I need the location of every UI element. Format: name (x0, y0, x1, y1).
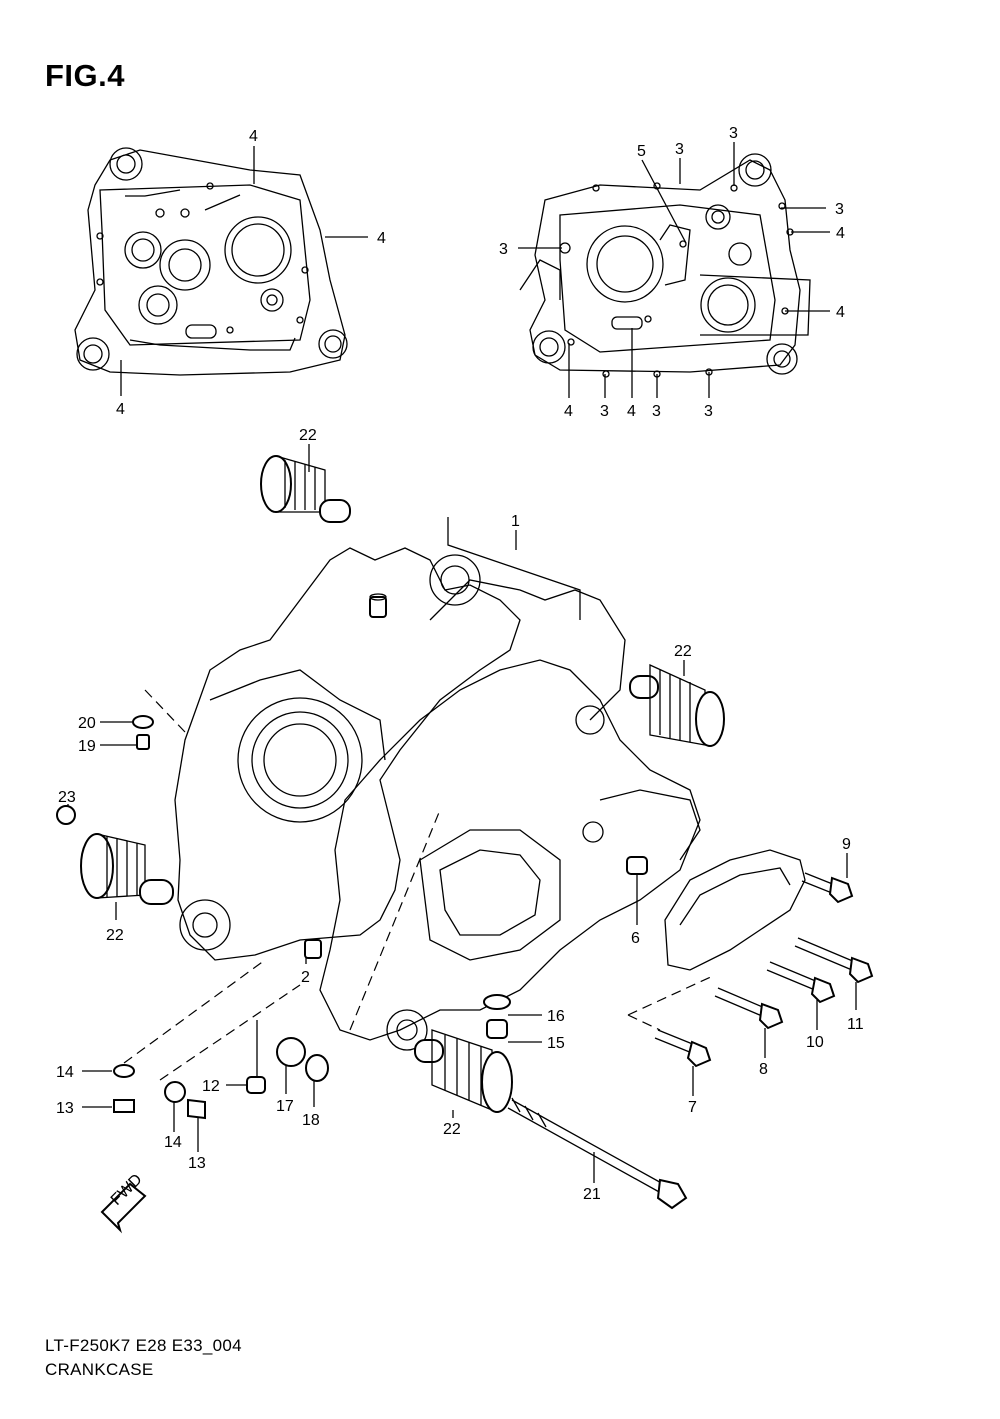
callout-6: 6 (631, 930, 640, 947)
callout-16: 16 (547, 1008, 565, 1025)
callout-15: 15 (547, 1035, 565, 1052)
left-crankcase-half-view (74, 147, 348, 376)
bolt-9 (801, 872, 854, 904)
callout-3: 3 (600, 403, 609, 420)
callout-13: 13 (188, 1155, 206, 1172)
bearing-22-bottom (414, 1029, 513, 1113)
bearing-22-right (629, 663, 725, 747)
fwd-arrow: FWD (100, 1171, 147, 1234)
callout-7: 7 (688, 1099, 697, 1116)
leader-lines (67, 142, 857, 1183)
callout-5: 5 (637, 143, 646, 160)
callout-23: 23 (58, 789, 76, 806)
callout-4: 4 (116, 401, 125, 418)
bolt-11 (794, 937, 874, 984)
callout-14: 14 (164, 1134, 182, 1151)
callout-4: 4 (249, 128, 258, 145)
callout-2: 2 (301, 969, 310, 986)
figure-name: CRANKCASE (45, 1360, 154, 1379)
callout-22: 22 (106, 927, 124, 944)
callout-3: 3 (835, 201, 844, 218)
callout-4: 4 (836, 225, 845, 242)
callout-22: 22 (674, 643, 692, 660)
bolt-7 (654, 1029, 712, 1068)
callout-3: 3 (675, 141, 684, 158)
callout-4: 4 (836, 304, 845, 321)
callout-9: 9 (842, 836, 851, 853)
callout-4: 4 (564, 403, 573, 420)
callout-3: 3 (652, 403, 661, 420)
callout-21: 21 (583, 1186, 601, 1203)
right-crankcase-half-view (519, 153, 811, 378)
callout-1: 1 (511, 513, 520, 530)
bearing-22-top (260, 455, 351, 523)
callout-4: 4 (377, 230, 386, 247)
callout-3: 3 (704, 403, 713, 420)
callout-10: 10 (806, 1034, 824, 1051)
callout-14: 14 (56, 1064, 74, 1081)
small-parts (56, 715, 648, 1120)
callout-3: 3 (729, 125, 738, 142)
figure-code: LT-F250K7 E28 E33_004 (45, 1336, 242, 1355)
bearing-22-left (80, 833, 174, 905)
callout-8: 8 (759, 1061, 768, 1078)
bolt-10 (766, 961, 836, 1004)
side-cover (664, 849, 806, 971)
long-bolt-21 (507, 1097, 688, 1210)
callout-20: 20 (78, 715, 96, 732)
callout-13: 13 (56, 1100, 74, 1117)
callout-12: 12 (202, 1078, 220, 1095)
callout-18: 18 (302, 1112, 320, 1129)
main-crankcase-assembly (174, 547, 701, 1051)
callout-22: 22 (299, 427, 317, 444)
callout-labels: 4 4 4 5 3 3 3 4 3 4 4 3 4 3 3 22 1 22 20… (56, 125, 864, 1203)
callout-4: 4 (627, 403, 636, 420)
bolt-8 (714, 987, 784, 1030)
callout-17: 17 (276, 1098, 294, 1115)
callout-22: 22 (443, 1121, 461, 1138)
callout-11: 11 (847, 1016, 864, 1033)
callout-19: 19 (78, 738, 96, 755)
callout-3: 3 (499, 241, 508, 258)
figure-title: FIG.4 (45, 58, 126, 93)
